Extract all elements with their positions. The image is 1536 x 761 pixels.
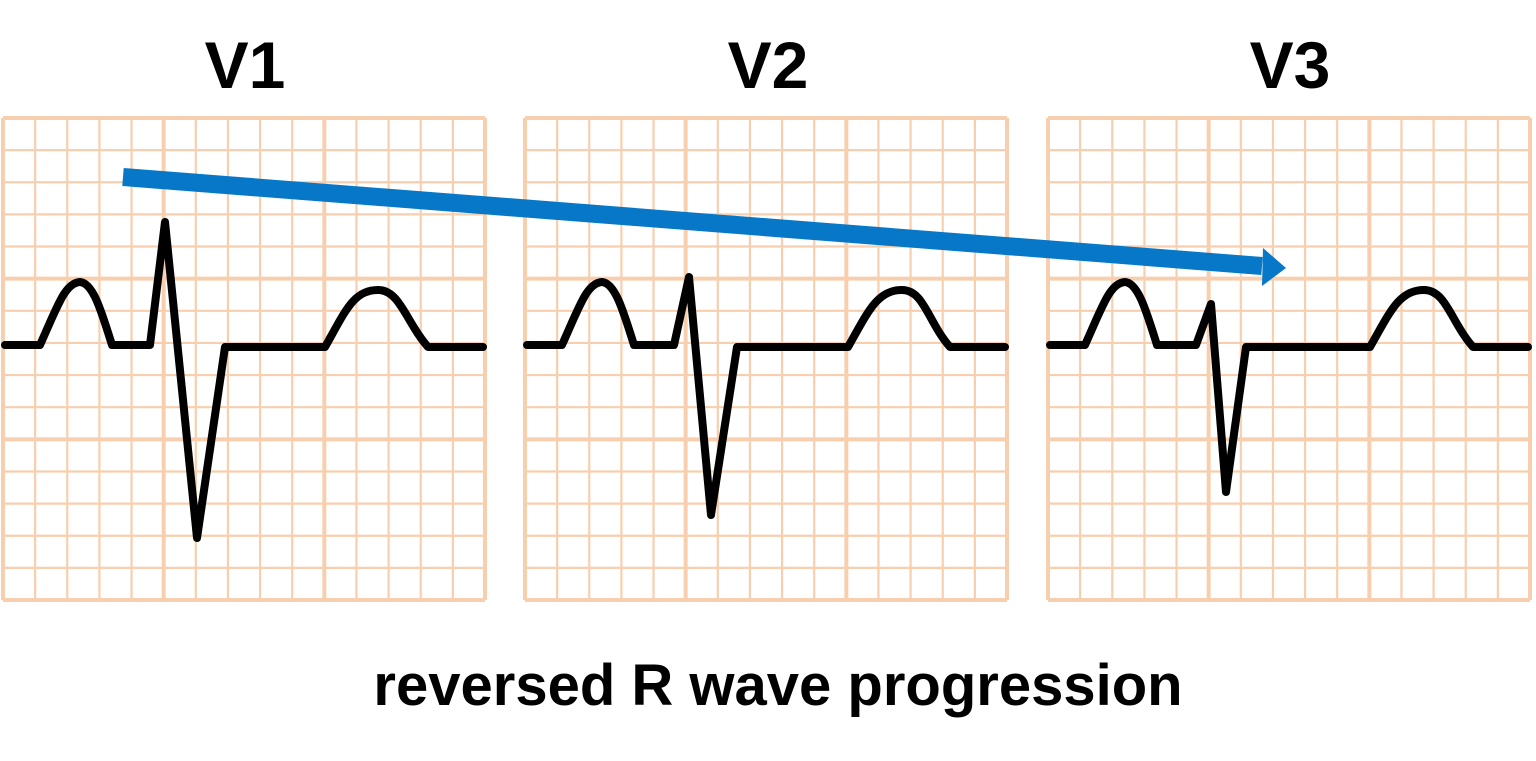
ecg-trace-v3 [1046, 278, 1532, 496]
lead-label-v1: V1 [205, 28, 286, 102]
lead-label-v3: V3 [1250, 28, 1331, 102]
ecg-grid-2 [523, 116, 1009, 602]
ecg-grid-3 [1046, 116, 1532, 602]
progression-arrow [122, 168, 1286, 286]
arrow-head [1262, 248, 1286, 286]
lead-label-v2: V2 [728, 28, 809, 102]
arrow-shaft [122, 168, 1263, 275]
ecg-trace-v2 [523, 273, 1009, 519]
ecg-trace-v1 [1, 218, 487, 542]
caption: reversed R wave progression [373, 653, 1182, 718]
